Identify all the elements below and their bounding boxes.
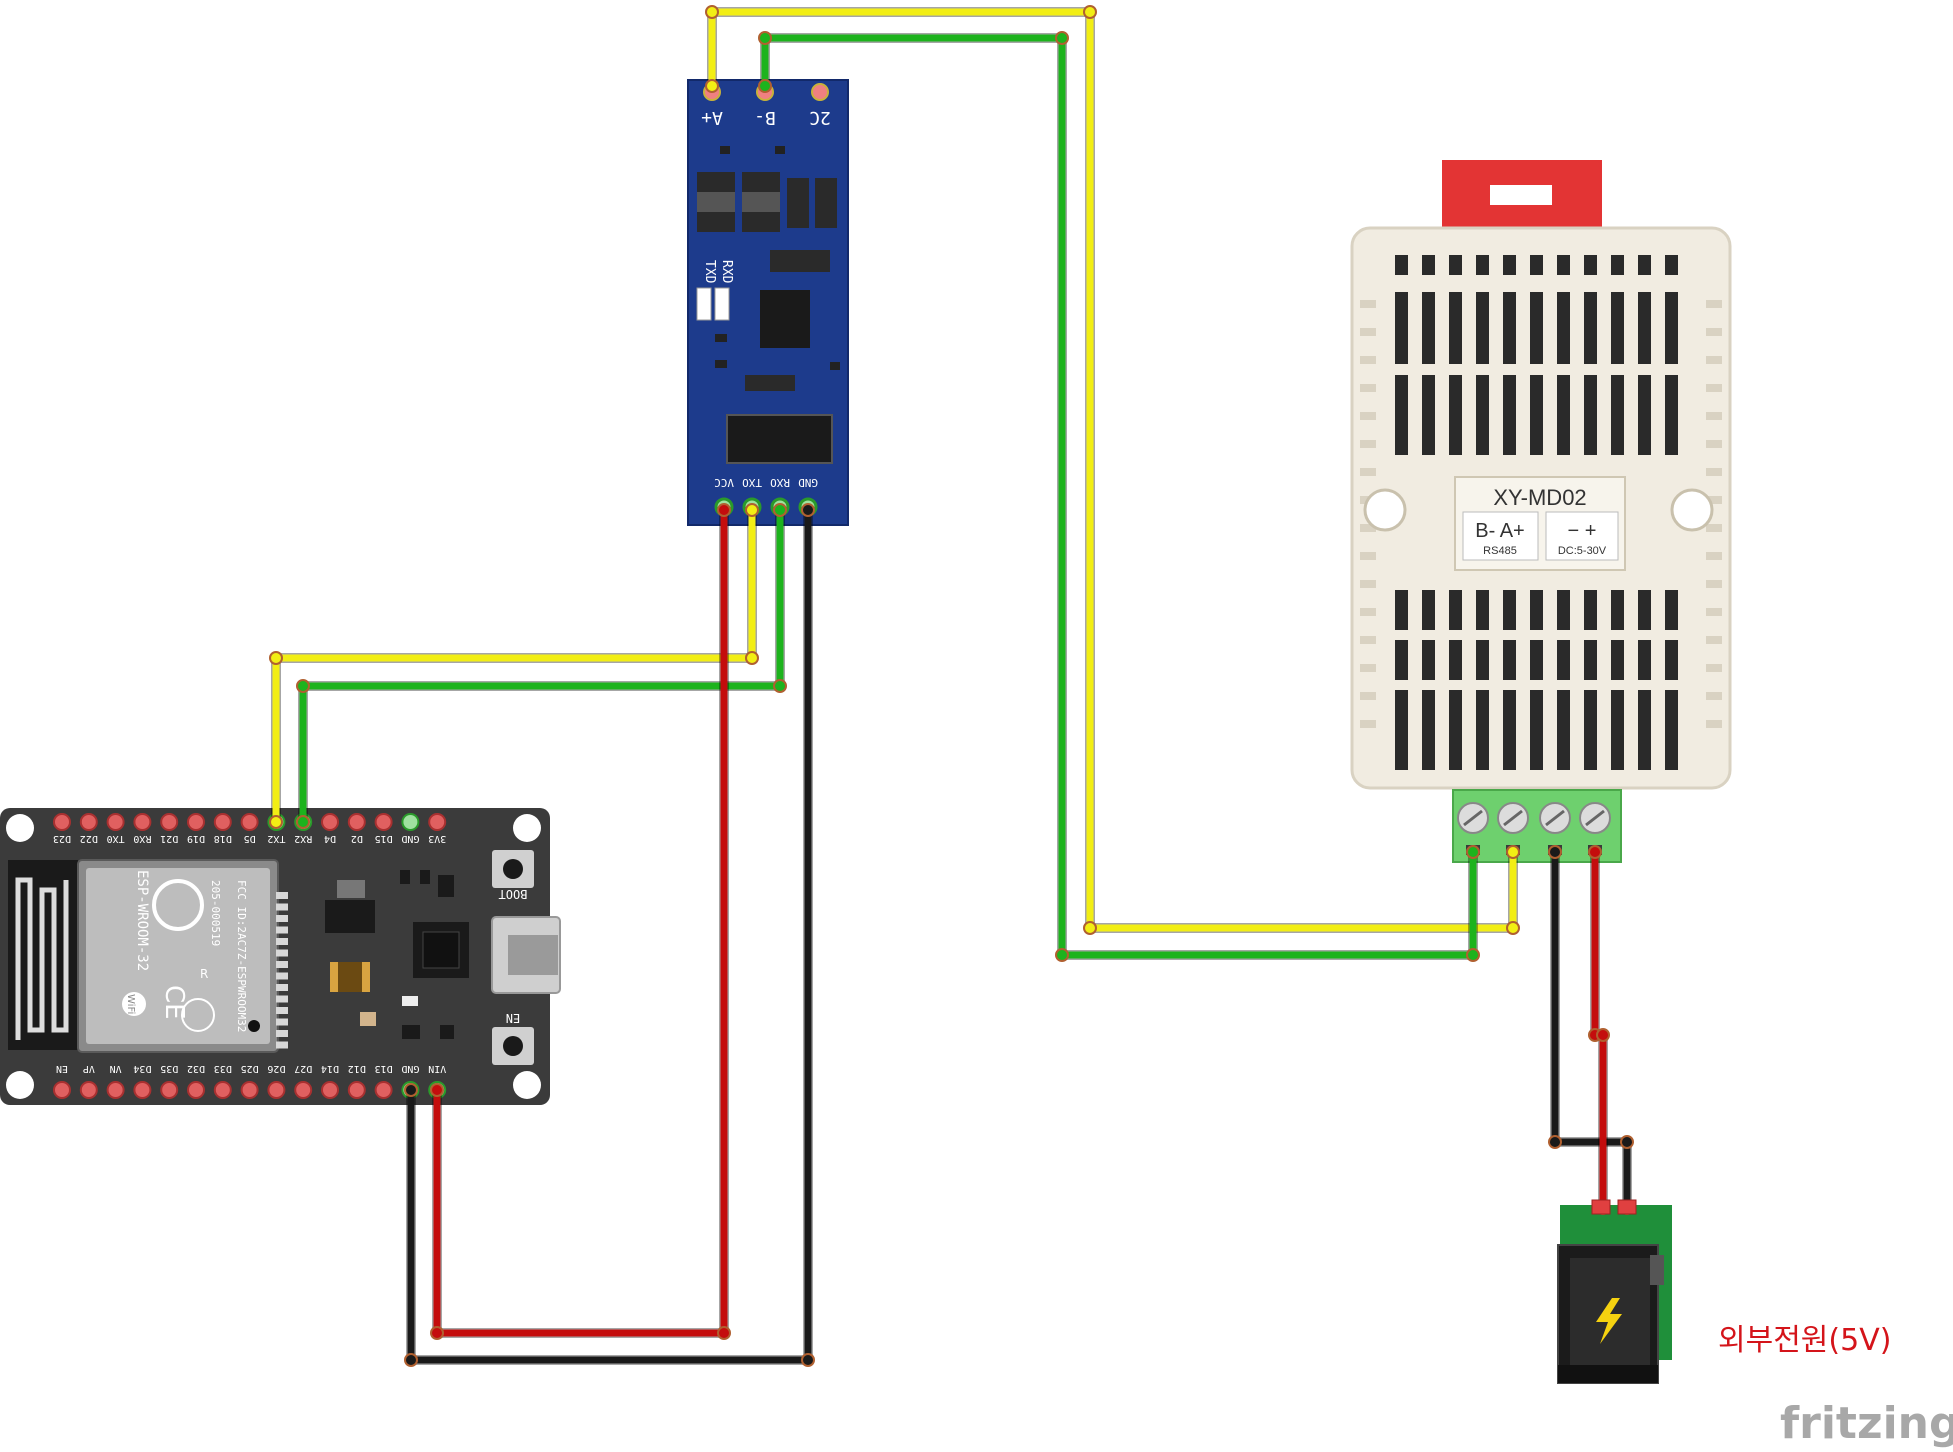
- esp32-pin-label: D2: [351, 833, 363, 844]
- espressif-logo-icon: [152, 879, 204, 931]
- esp32-pin-d27[interactable]: [294, 1081, 313, 1099]
- rs485-pin-vcc: VCC: [714, 476, 734, 489]
- esp32-pin-d33[interactable]: [213, 1081, 232, 1099]
- wire-rx2[interactable]: [299, 510, 784, 822]
- esp32-pin-label: D23: [53, 833, 71, 844]
- external-power-label: 외부전원(5V): [1718, 1323, 1891, 1358]
- rs485-pin-gnd: GND: [798, 476, 818, 489]
- wire-power-minus[interactable]: [1551, 852, 1631, 1208]
- esp32-ce-label: CE: [159, 985, 189, 1020]
- wire-tx2-outline: [271, 510, 757, 822]
- esp32-top-pin-row: D23 D22 TX0 RX0 D21 D19 D18 D5 TX2 RX2 D4 D2 D15 GND 3…: [53, 813, 447, 844]
- fcc-logo-icon: [181, 998, 215, 1032]
- rs485-label-rxd: RXD: [719, 260, 734, 284]
- rs485-pin-txo: TXO: [742, 476, 762, 489]
- esp32-pin-label: TX0: [107, 833, 125, 844]
- esp32-boot-label: BOOT: [499, 887, 528, 901]
- esp32-pin-label: D25: [241, 1063, 259, 1074]
- esp32-pin-d34[interactable]: [133, 1081, 152, 1099]
- fritzing-brand-label: fritzing: [1780, 1398, 1953, 1449]
- rs485-label-2c: 2C: [809, 107, 831, 128]
- esp32-pin-d14[interactable]: [321, 1081, 339, 1099]
- sensor-terminal-power-label: − +: [1568, 520, 1597, 542]
- esp32-pin-label: D26: [267, 1063, 285, 1074]
- esp32-pin-vn[interactable]: [106, 1081, 125, 1099]
- esp32-pin-label: D14: [321, 1063, 339, 1074]
- esp32-pin-d26[interactable]: [267, 1081, 286, 1099]
- sensor-model-label: XY-MD02: [1493, 485, 1586, 510]
- esp32-pin-label: GND: [401, 833, 419, 844]
- wire-rx2-outline: [298, 510, 785, 822]
- esp32-pin-label: D12: [348, 1063, 366, 1074]
- esp32-pin-tx0[interactable]: [106, 813, 125, 831]
- esp32-pin-d19[interactable]: [187, 813, 205, 831]
- esp32-pin-d5[interactable]: [240, 813, 259, 831]
- esp32-pin-d18[interactable]: [213, 813, 232, 831]
- esp32-pin-label: D18: [214, 833, 232, 844]
- rs485-label-a: A+: [701, 107, 723, 128]
- wire-gnd[interactable]: [407, 510, 812, 1364]
- esp32-pin-d25[interactable]: [240, 1081, 259, 1099]
- esp32-pin-d15[interactable]: [374, 813, 393, 831]
- wire-b-minus[interactable]: [761, 34, 1477, 959]
- esp32-pin-d23[interactable]: [53, 813, 71, 831]
- esp32-pin-label: EN: [56, 1063, 68, 1074]
- esp32-pin-label: D15: [375, 833, 393, 844]
- esp32-r-label: R: [200, 967, 208, 981]
- esp32-fcc-label: FCC ID:2AC7Z-ESPWROOM32: [235, 880, 248, 1032]
- esp32-pin-d35[interactable]: [160, 1081, 179, 1099]
- esp32-pin-label: D4: [324, 833, 336, 844]
- esp32-pin-d22[interactable]: [79, 813, 98, 831]
- esp32-pin-vp[interactable]: [79, 1081, 98, 1099]
- esp32-module-label: ESP-WROOM-32: [134, 870, 150, 971]
- esp32-pin-gnd[interactable]: [401, 813, 420, 831]
- esp32-pin-label: D27: [294, 1063, 312, 1074]
- esp32-pin-label: VN: [110, 1063, 122, 1074]
- esp32-pin-3v3[interactable]: [428, 813, 447, 831]
- esp32-pin-label: TX2: [267, 833, 285, 844]
- esp32-pin-d32[interactable]: [187, 1081, 205, 1099]
- esp32-pin-d2[interactable]: [347, 813, 366, 831]
- esp32-pin-label: D33: [214, 1063, 232, 1074]
- esp32-pin-label: D21: [160, 833, 178, 844]
- esp32-pin-d4[interactable]: [321, 813, 339, 831]
- esp32-cert-label: 205-000519: [209, 880, 222, 946]
- rs485-module: A+ B- 2C TXD RXD VCC TXO RXO GND: [687, 79, 849, 526]
- dc-power-jack: [1557, 1205, 1672, 1384]
- esp32-pin-label: VP: [83, 1063, 95, 1074]
- wire-vcc[interactable]: [433, 510, 728, 1337]
- esp32-pin-label: D32: [187, 1063, 205, 1074]
- esp32-pin-d12[interactable]: [347, 1081, 366, 1099]
- esp32-pin-rx0[interactable]: [133, 813, 152, 831]
- esp32-pin-d21[interactable]: [160, 813, 179, 831]
- rs485-label-b: B-: [754, 107, 776, 128]
- esp32-pin-label: D35: [160, 1063, 178, 1074]
- esp32-en-label: EN: [506, 1011, 520, 1025]
- esp32-pin-label: D22: [80, 833, 98, 844]
- esp32-pin-label: RX2: [294, 833, 312, 844]
- rs485-label-txd: TXD: [702, 260, 717, 284]
- esp32-wifi-label: WiFi: [125, 994, 136, 1014]
- wire-tx2[interactable]: [272, 510, 756, 822]
- sensor-terminal-rs485-label: B- A+: [1475, 520, 1524, 542]
- xy-md02-sensor: XY-MD02 B- A+ RS485 − + DC:5-30V: [1350, 160, 1732, 863]
- wires-layer: [269, 5, 1637, 1367]
- esp32-pin-en[interactable]: [53, 1081, 71, 1099]
- esp32-pin-label: 3V3: [428, 833, 446, 844]
- lightning-icon: [1596, 1298, 1622, 1344]
- esp32-pin-label: D5: [244, 833, 256, 844]
- sensor-rs485-sublabel: RS485: [1483, 545, 1517, 557]
- rs485-pin-rxo: RXO: [770, 476, 790, 489]
- esp32-pin-label: D34: [133, 1063, 151, 1074]
- esp32-pin-label: D13: [375, 1063, 393, 1074]
- esp32-pin-label: D19: [187, 833, 205, 844]
- esp32-pin-d13[interactable]: [374, 1081, 393, 1099]
- sensor-power-sublabel: DC:5-30V: [1558, 545, 1607, 557]
- esp32-pin-label: GND: [401, 1063, 419, 1074]
- esp32-pin-label: VIN: [428, 1063, 446, 1074]
- esp32-pin-label: RX0: [133, 833, 151, 844]
- wire-a-plus[interactable]: [708, 8, 1517, 932]
